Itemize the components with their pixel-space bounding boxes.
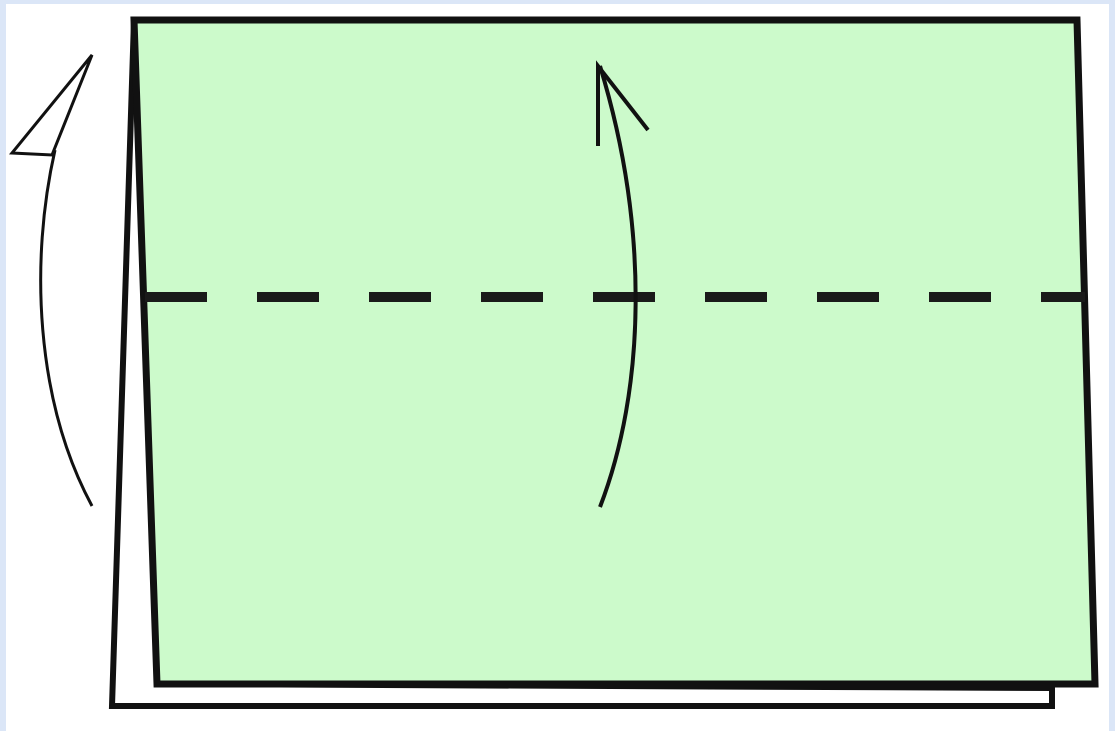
valley-fold-arrowhead-icon (596, 60, 650, 146)
left-border-tint (0, 0, 6, 731)
mountain-fold-arrow-icon (39, 149, 94, 507)
right-border-tint (1109, 0, 1115, 731)
valley-fold-arrow-icon (598, 65, 638, 508)
top-border-tint (0, 0, 1115, 4)
mountain-fold-arrowhead-icon (8, 54, 94, 157)
front-paper-sheet (130, 16, 1099, 688)
